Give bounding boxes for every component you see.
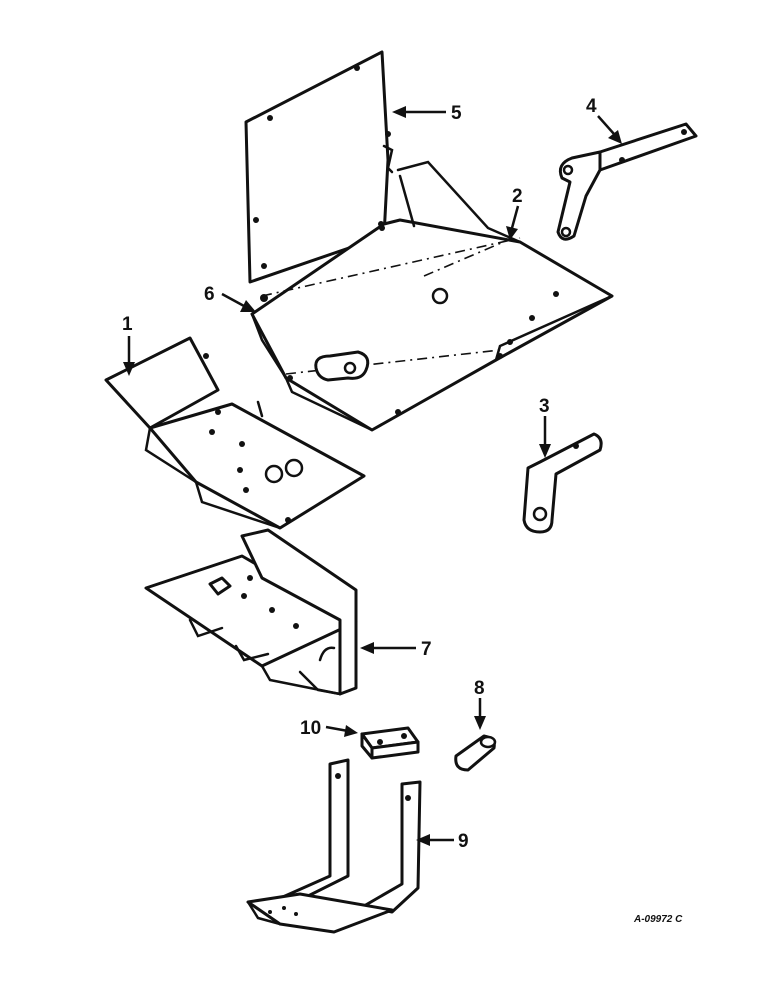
part-2-floor-plate [250, 160, 614, 432]
part-3-bracket [522, 432, 603, 534]
callout-6: 6 [204, 284, 215, 305]
callout-leaders [123, 106, 622, 846]
callout-4: 4 [586, 96, 597, 117]
part-10-clip [360, 726, 420, 760]
drawing-code: A-09972 C [633, 914, 683, 925]
callout-3: 3 [539, 396, 550, 417]
callout-labels: 1 2 3 4 5 6 7 8 9 10 [122, 96, 597, 852]
part-7-housing [144, 528, 358, 696]
callout-8: 8 [474, 678, 485, 699]
part-9-step [246, 758, 422, 934]
callout-5: 5 [451, 103, 462, 124]
part-8-pin [454, 734, 497, 772]
callout-9: 9 [458, 831, 469, 852]
callout-10: 10 [300, 718, 321, 739]
callout-2: 2 [512, 186, 523, 207]
part-1-floor-plate [104, 336, 366, 530]
part-4-bracket [556, 122, 698, 241]
callout-1: 1 [122, 314, 133, 335]
part-5-panel [244, 50, 394, 284]
callout-7: 7 [421, 639, 432, 660]
